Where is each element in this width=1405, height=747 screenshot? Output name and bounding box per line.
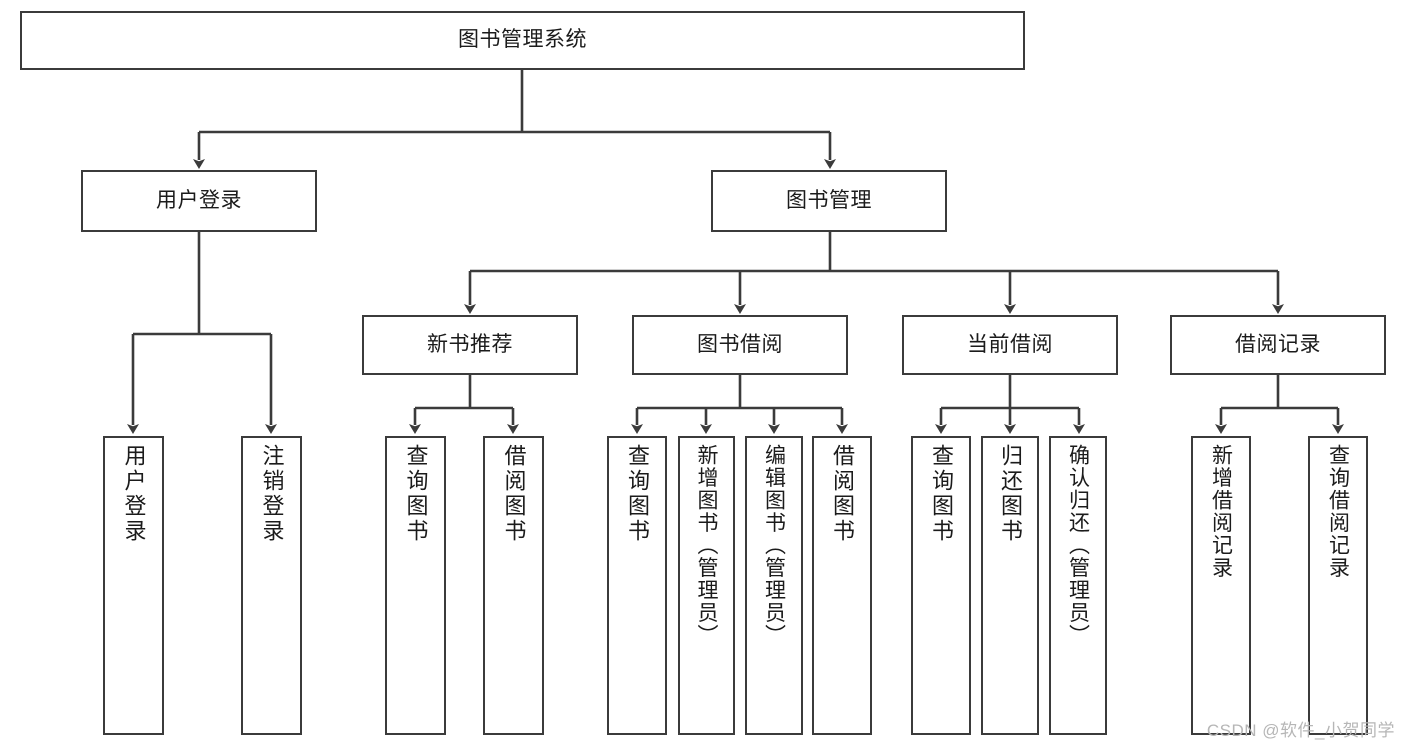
node-label: 图书借阅 bbox=[697, 332, 783, 356]
node-book-management[interactable]: 图书管理 bbox=[711, 170, 947, 232]
node-label: 新增图书（管理员） bbox=[695, 444, 718, 647]
node-label: 用户登录 bbox=[121, 444, 147, 544]
watermark-text: CSDN @软件_小贺同学 bbox=[1206, 721, 1395, 740]
node-leaf-query-book-current[interactable]: 查询图书 bbox=[911, 436, 971, 735]
node-label: 用户登录 bbox=[156, 188, 242, 212]
node-label: 图书管理 bbox=[786, 188, 872, 212]
node-label: 注销登录 bbox=[259, 444, 285, 544]
node-leaf-borrow-book[interactable]: 借阅图书 bbox=[812, 436, 872, 735]
node-label: 当前借阅 bbox=[967, 332, 1053, 356]
node-label: 借阅记录 bbox=[1235, 332, 1321, 356]
node-leaf-add-book[interactable]: 新增图书（管理员） bbox=[678, 436, 735, 735]
node-leaf-logout[interactable]: 注销登录 bbox=[241, 436, 302, 735]
node-label: 借阅图书 bbox=[501, 444, 527, 544]
node-label: 归还图书 bbox=[998, 444, 1023, 544]
node-label: 查询图书 bbox=[625, 444, 650, 544]
node-leaf-query-borrow-record[interactable]: 查询借阅记录 bbox=[1308, 436, 1368, 735]
node-label: 新增借阅记录 bbox=[1209, 444, 1233, 579]
node-new-book-recommend[interactable]: 新书推荐 bbox=[362, 315, 578, 375]
node-leaf-borrow-book-recommend[interactable]: 借阅图书 bbox=[483, 436, 544, 735]
node-leaf-edit-book[interactable]: 编辑图书（管理员） bbox=[745, 436, 803, 735]
node-label: 图书管理系统 bbox=[458, 28, 587, 52]
node-label: 查询图书 bbox=[403, 444, 429, 544]
node-book-borrow[interactable]: 图书借阅 bbox=[632, 315, 848, 375]
node-label: 借阅图书 bbox=[830, 444, 855, 544]
node-label: 查询借阅记录 bbox=[1326, 444, 1350, 579]
node-label: 查询图书 bbox=[929, 444, 954, 544]
node-leaf-query-book-recommend[interactable]: 查询图书 bbox=[385, 436, 446, 735]
node-label: 确认归还（管理员） bbox=[1066, 444, 1090, 647]
node-borrow-record[interactable]: 借阅记录 bbox=[1170, 315, 1386, 375]
node-leaf-user-login[interactable]: 用户登录 bbox=[103, 436, 164, 735]
node-current-borrow[interactable]: 当前借阅 bbox=[902, 315, 1118, 375]
node-label: 编辑图书（管理员） bbox=[762, 444, 786, 647]
node-leaf-add-borrow-record[interactable]: 新增借阅记录 bbox=[1191, 436, 1251, 735]
node-leaf-confirm-return[interactable]: 确认归还（管理员） bbox=[1049, 436, 1107, 735]
node-leaf-query-book-borrow[interactable]: 查询图书 bbox=[607, 436, 667, 735]
node-root-book-management-system[interactable]: 图书管理系统 bbox=[20, 11, 1025, 70]
node-leaf-return-book[interactable]: 归还图书 bbox=[981, 436, 1039, 735]
node-label: 新书推荐 bbox=[427, 332, 513, 356]
node-user-login[interactable]: 用户登录 bbox=[81, 170, 317, 232]
